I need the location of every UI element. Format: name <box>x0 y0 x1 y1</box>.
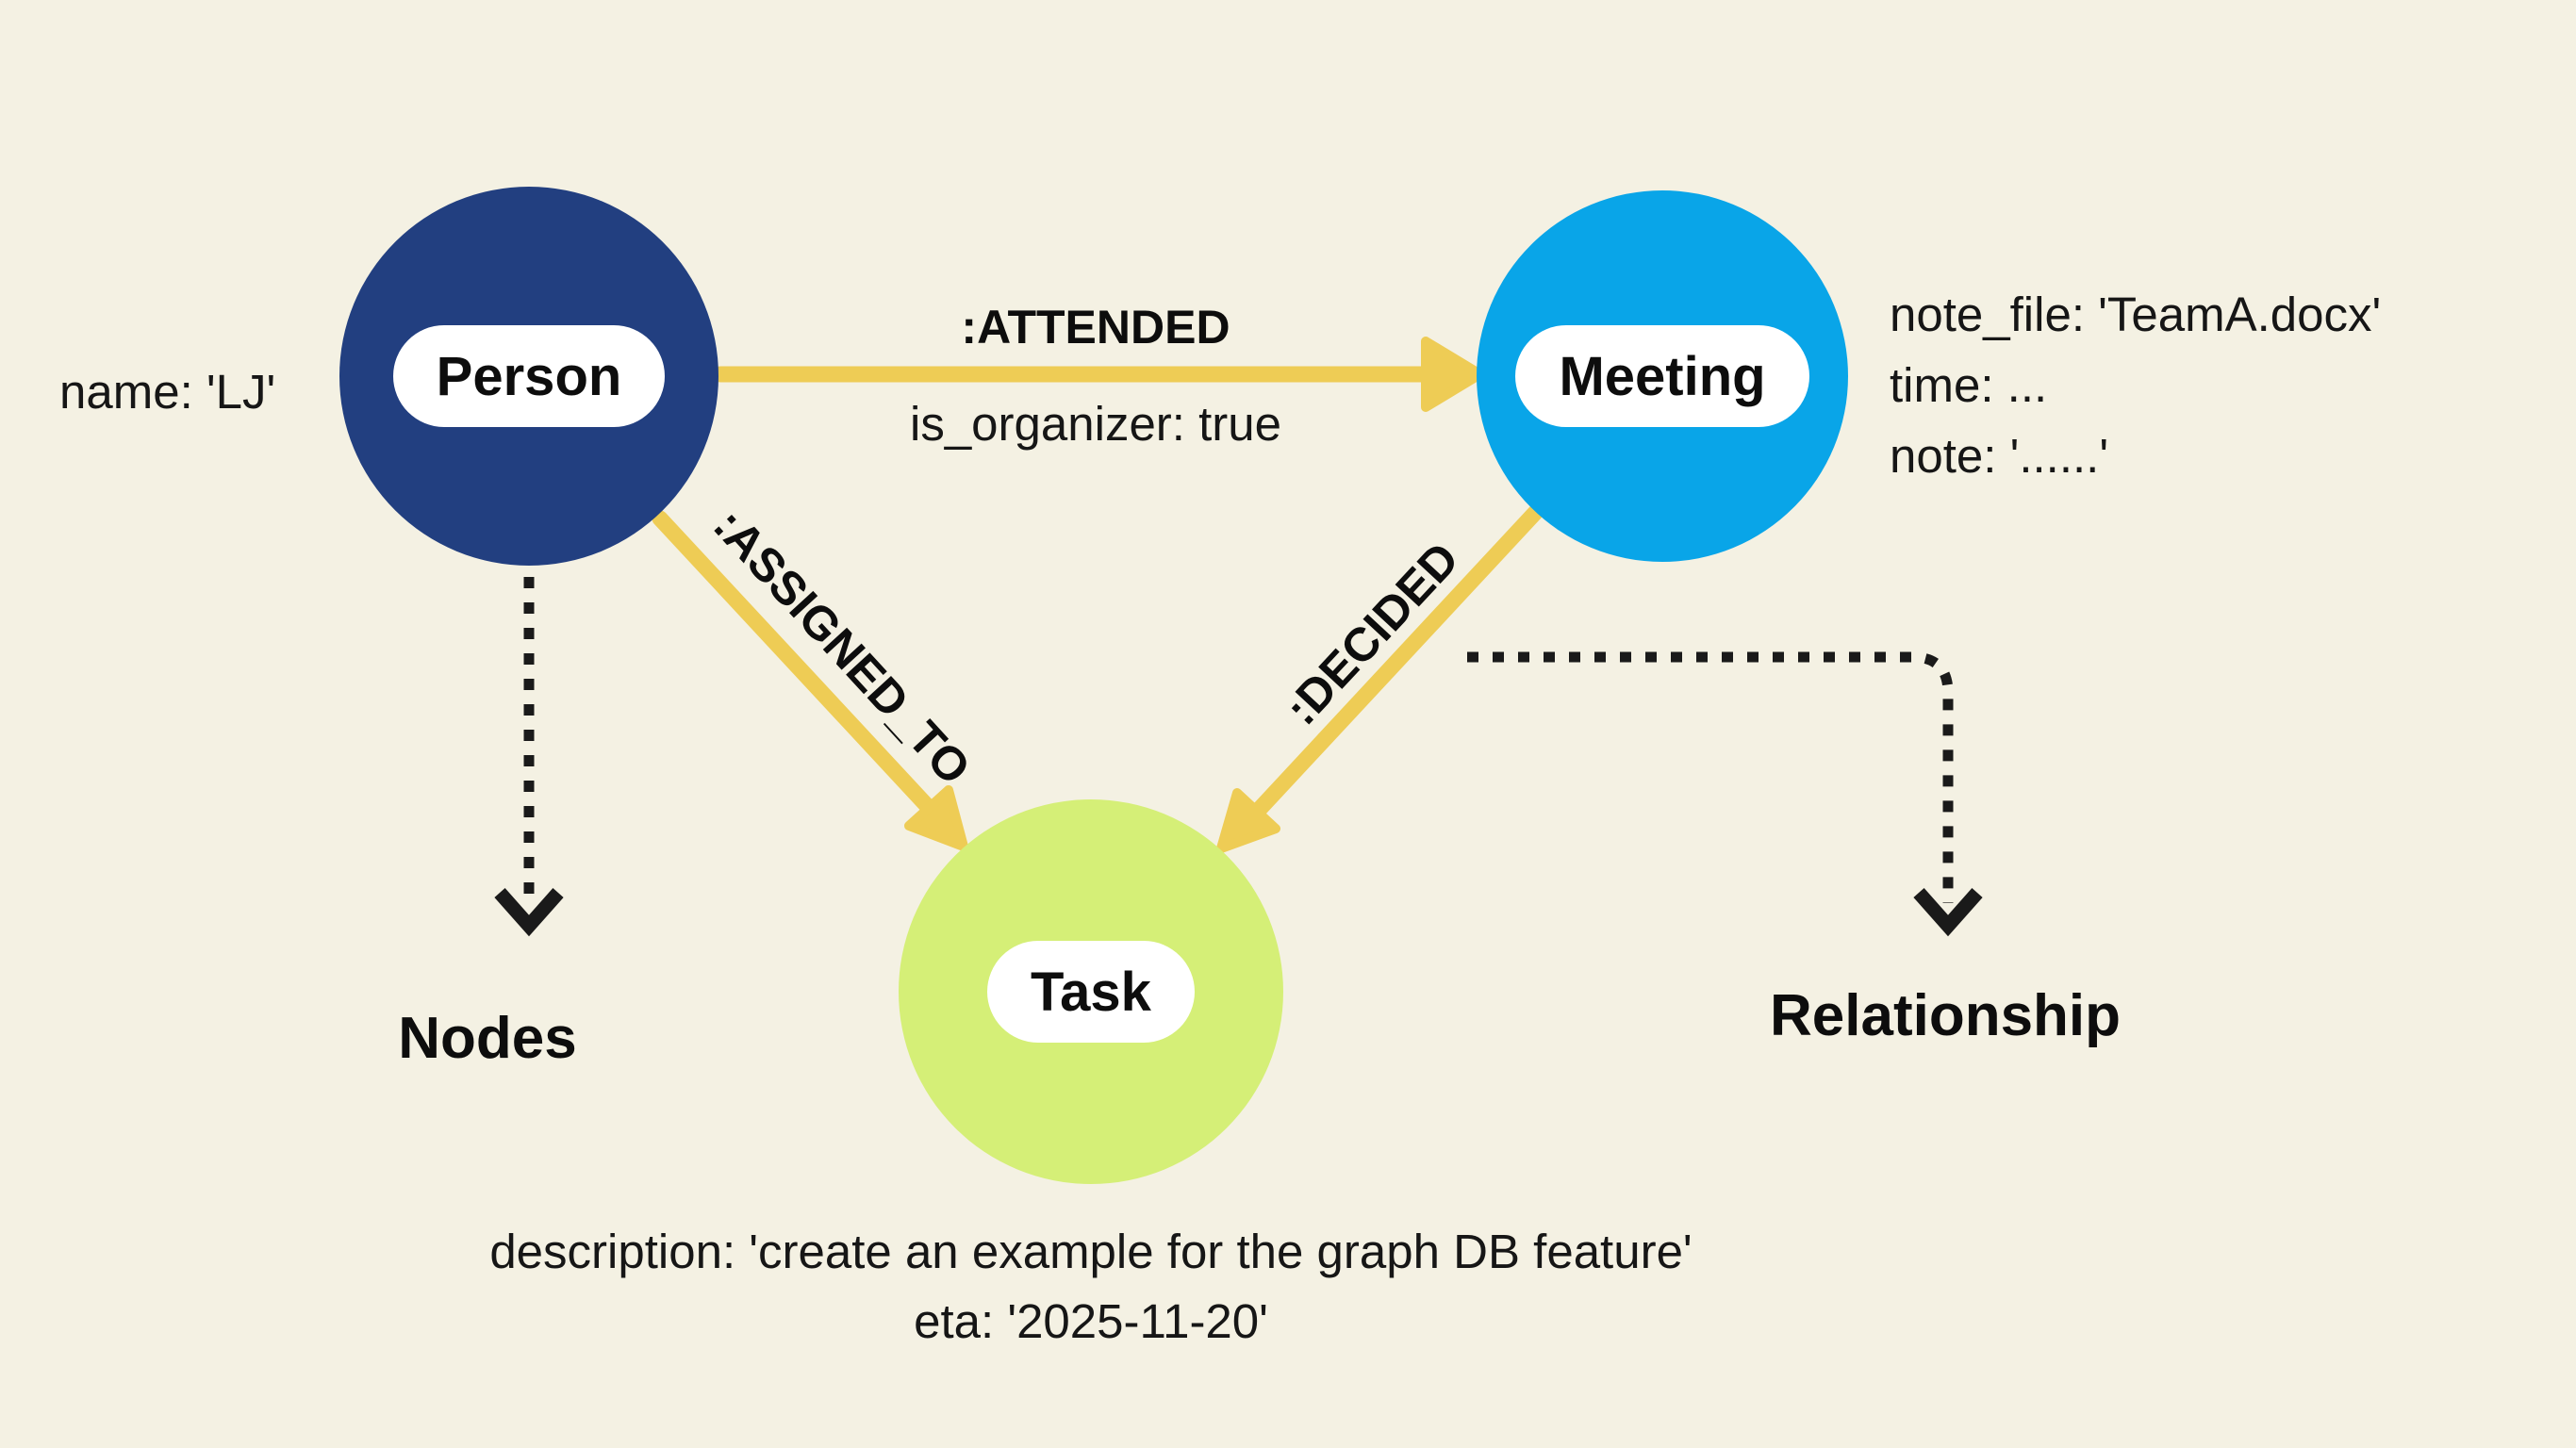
assigned-to-arrowhead-icon <box>904 785 968 851</box>
meeting-property-note: note: '......' <box>1890 429 2109 483</box>
relationship-arrowhead-icon <box>1913 888 1983 937</box>
nodes-arrowhead-icon <box>494 888 564 937</box>
node-meeting-circle: Meeting <box>1477 190 1848 562</box>
edge-attended-label: :ATTENDED <box>961 301 1230 354</box>
node-meeting-label: Meeting <box>1559 345 1766 407</box>
person-property-name: name: 'LJ' <box>59 365 276 419</box>
meeting-property-note-file: note_file: 'TeamA.docx' <box>1890 288 2382 341</box>
node-task-pill: Task <box>987 941 1195 1043</box>
assigned-to-arrow-line <box>652 510 940 819</box>
legend-relationship-label: Relationship <box>1769 983 2122 1048</box>
attended-arrowhead-icon <box>1421 337 1485 412</box>
meeting-property-time: time: ... <box>1890 358 2048 412</box>
node-person-label: Person <box>436 345 622 407</box>
decided-arrowhead-icon <box>1216 788 1280 853</box>
node-person-circle: Person <box>339 187 718 566</box>
node-meeting-pill: Meeting <box>1515 325 1809 427</box>
decided-arrow-line <box>1251 504 1544 817</box>
legend-nodes-label: Nodes <box>398 1006 577 1071</box>
node-task-circle: Task <box>899 799 1283 1184</box>
meeting-properties: note_file: 'TeamA.docx' time: ... note: … <box>1890 279 2381 491</box>
node-task-label: Task <box>1031 961 1151 1023</box>
edge-attended-property: is_organizer: true <box>909 397 1282 451</box>
task-property-description: description: 'create an example for the … <box>489 1225 1693 1278</box>
task-property-eta: eta: '2025-11-20' <box>914 1294 1268 1348</box>
relationship-dotted-path <box>1467 651 1954 903</box>
node-person-pill: Person <box>392 325 666 427</box>
